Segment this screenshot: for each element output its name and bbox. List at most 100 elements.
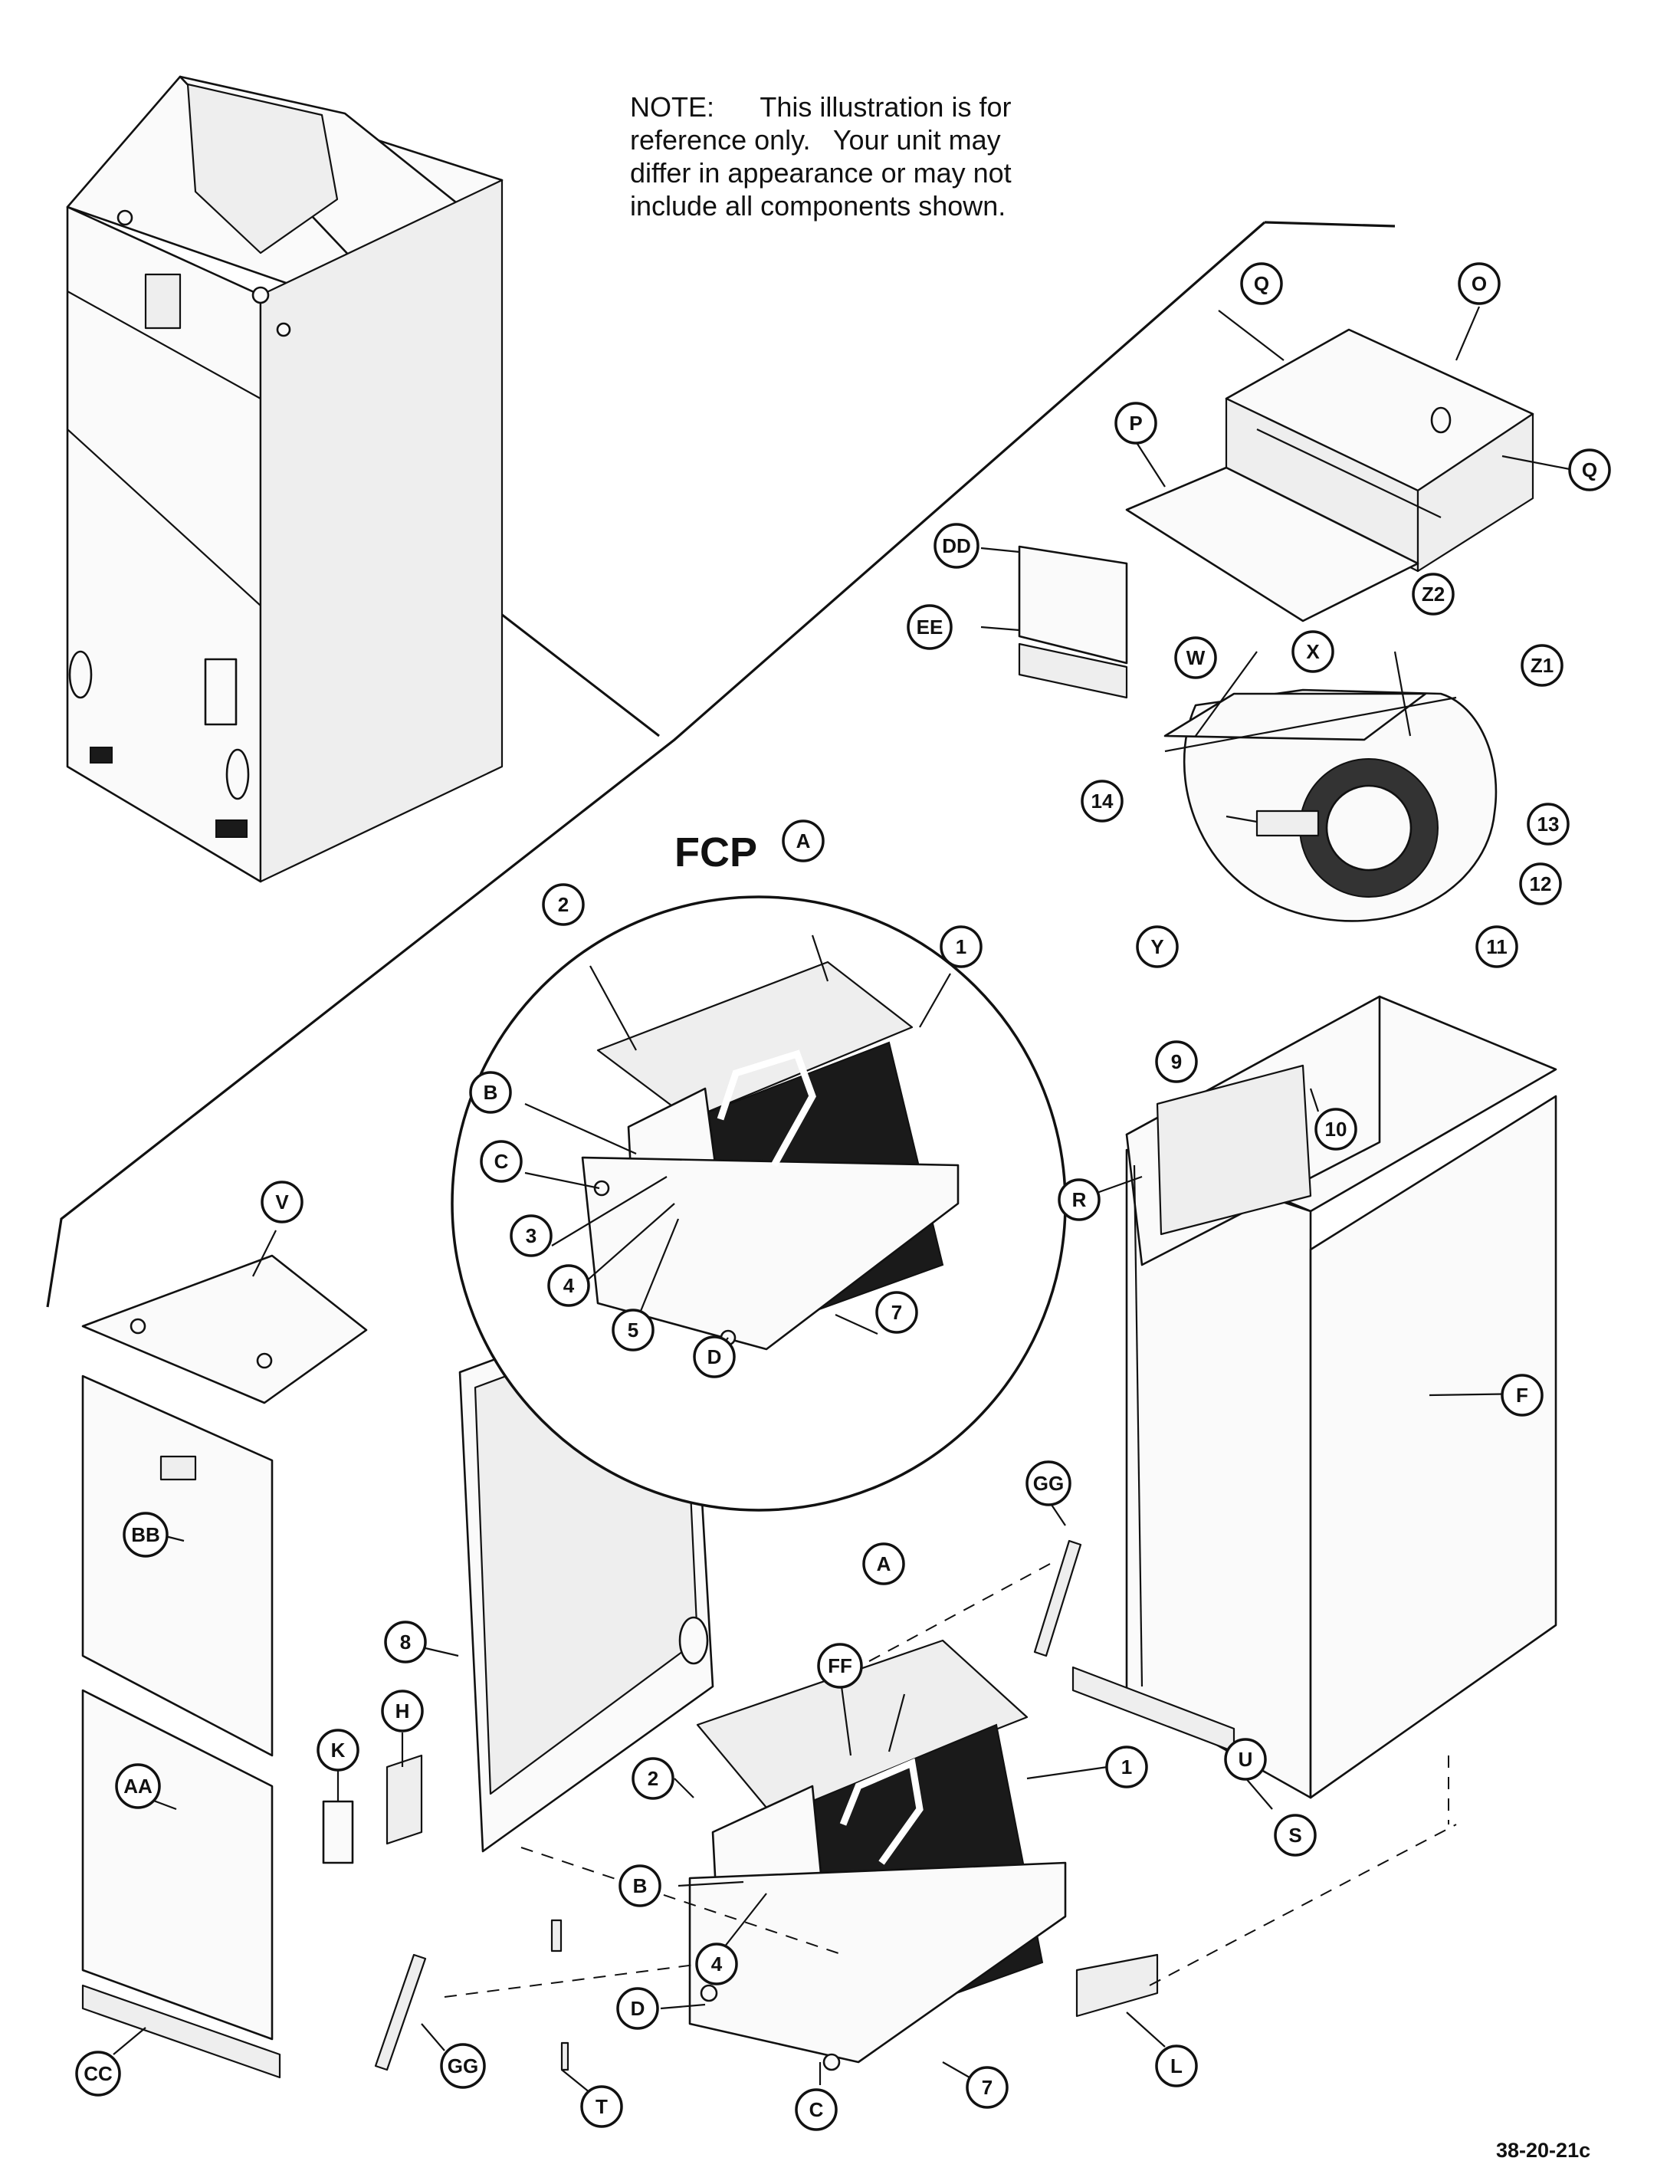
callout-10: 10 — [1314, 1108, 1357, 1151]
svg-text:K: K — [331, 1739, 346, 1762]
callout-p: P — [1114, 402, 1157, 445]
callout-l: L — [1155, 2044, 1198, 2087]
svg-text:T: T — [596, 2095, 608, 2118]
note-line: differ in appearance or may not — [630, 157, 1012, 189]
callout-fcp-5: 5 — [612, 1309, 655, 1351]
callout-gg-upper: GG — [1025, 1460, 1071, 1506]
svg-text:Z2: Z2 — [1422, 583, 1445, 606]
callout-bb: BB — [123, 1512, 169, 1558]
svg-text:10: 10 — [1325, 1118, 1347, 1141]
svg-text:13: 13 — [1537, 813, 1560, 836]
svg-text:F: F — [1516, 1384, 1528, 1407]
svg-text:X: X — [1306, 640, 1320, 663]
callout-fcp-d: D — [693, 1335, 736, 1378]
callout-dd: DD — [934, 523, 979, 569]
cabinet-side — [1088, 995, 1557, 1799]
callout-z1: Z1 — [1521, 644, 1564, 687]
gasket-strips — [374, 1502, 1082, 2071]
lower-access-panel — [81, 1689, 281, 2079]
svg-text:2: 2 — [558, 893, 569, 916]
callout-t: T — [580, 2085, 623, 2128]
svg-text:S: S — [1288, 1824, 1301, 1847]
svg-text:5: 5 — [628, 1319, 638, 1342]
assembled-unit — [66, 75, 504, 883]
callout-w: W — [1174, 636, 1217, 679]
svg-text:9: 9 — [1171, 1050, 1182, 1073]
svg-text:3: 3 — [526, 1224, 536, 1247]
callout-fcp-c: C — [480, 1140, 523, 1183]
svg-text:V: V — [275, 1191, 289, 1214]
top-cover — [81, 1230, 368, 1404]
callout-fcp-b: B — [469, 1071, 512, 1114]
svg-text:GG: GG — [448, 2054, 478, 2077]
svg-text:O: O — [1472, 272, 1487, 295]
svg-text:W: W — [1186, 646, 1206, 669]
svg-text:Y: Y — [1150, 935, 1163, 958]
note-line: include all components shown. — [630, 190, 1006, 222]
note-line: reference only. Your unit may — [630, 124, 1001, 156]
svg-text:H: H — [395, 1700, 410, 1723]
callout-q-top: Q — [1240, 262, 1283, 305]
callout-a: A — [862, 1542, 905, 1585]
svg-text:B: B — [484, 1081, 498, 1104]
callout-y: Y — [1136, 925, 1179, 968]
svg-text:CC: CC — [84, 2062, 113, 2085]
svg-text:Q: Q — [1254, 272, 1269, 295]
svg-text:Z1: Z1 — [1531, 654, 1554, 677]
callout-s: S — [1274, 1814, 1317, 1857]
callout-k: K — [317, 1729, 359, 1772]
svg-text:8: 8 — [400, 1631, 411, 1654]
callout-v: V — [261, 1181, 304, 1223]
callout-fcp-2: 2 — [542, 883, 585, 926]
callout-1: 1 — [1105, 1746, 1148, 1788]
callout-b: B — [619, 1864, 661, 1907]
callout-fcp-1: 1 — [940, 925, 983, 968]
callout-r: R — [1058, 1178, 1101, 1221]
callout-11: 11 — [1475, 925, 1518, 968]
callout-9: 9 — [1155, 1040, 1198, 1083]
callout-h: H — [381, 1690, 424, 1732]
note-line: NOTE: This illustration is for — [630, 91, 1012, 123]
callout-d: D — [616, 1987, 659, 2030]
svg-text:D: D — [707, 1345, 722, 1368]
callout-13: 13 — [1527, 803, 1570, 846]
svg-text:R: R — [1072, 1188, 1087, 1211]
svg-text:AA: AA — [123, 1775, 153, 1798]
svg-text:1: 1 — [956, 935, 966, 958]
figure-id: 38-20-21c — [1496, 2139, 1591, 2162]
svg-text:C: C — [809, 2098, 824, 2121]
svg-text:U: U — [1239, 1748, 1253, 1771]
svg-text:7: 7 — [982, 2076, 993, 2099]
mounting-rails — [444, 1563, 1457, 2094]
svg-text:12: 12 — [1530, 872, 1552, 895]
callout-fcp-7: 7 — [875, 1291, 918, 1334]
callout-z2: Z2 — [1412, 573, 1455, 616]
svg-text:C: C — [494, 1150, 509, 1173]
blower-deck-assembly — [1125, 306, 1570, 622]
callout-u: U — [1224, 1738, 1267, 1781]
filter-panel — [980, 545, 1128, 699]
svg-text:2: 2 — [648, 1767, 658, 1790]
small-brackets — [322, 1732, 423, 1864]
svg-text:FF: FF — [828, 1654, 852, 1677]
svg-text:11: 11 — [1486, 935, 1508, 958]
callout-c: C — [795, 2088, 838, 2131]
callout-ee: EE — [907, 604, 953, 650]
callout-aa: AA — [115, 1763, 161, 1809]
svg-text:BB: BB — [131, 1523, 160, 1546]
callout-8: 8 — [384, 1621, 427, 1663]
callout-14: 14 — [1081, 780, 1124, 823]
callout-fcp-a: A — [782, 819, 825, 862]
callout-gg-lower: GG — [440, 2043, 486, 2089]
svg-text:4: 4 — [711, 1952, 723, 1975]
svg-text:A: A — [796, 829, 811, 852]
callout-o: O — [1458, 262, 1501, 305]
callout-4: 4 — [695, 1943, 738, 1985]
svg-text:14: 14 — [1091, 790, 1114, 813]
svg-text:L: L — [1170, 2054, 1183, 2077]
callout-7: 7 — [966, 2066, 1009, 2109]
inset-title: FCP — [674, 829, 757, 875]
svg-text:A: A — [877, 1552, 891, 1575]
evaporator-coil — [660, 1639, 1108, 2085]
